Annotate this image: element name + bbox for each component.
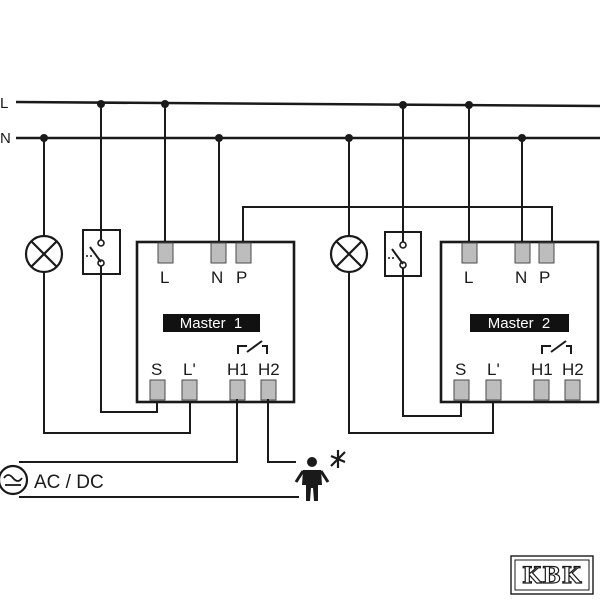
bus-label-n: N	[0, 130, 11, 147]
wire-h2-sensor	[267, 399, 296, 463]
m1-label-l: L	[160, 268, 169, 287]
lamp-icon	[329, 234, 369, 274]
pushbutton-icon	[384, 231, 422, 277]
wire-push2-s	[402, 275, 462, 417]
wire-lamp1-lprime	[43, 271, 191, 434]
m2-title: Master 2	[488, 315, 551, 332]
m2-title-bar	[470, 314, 569, 332]
m2-terminal-s[interactable]	[453, 379, 470, 401]
m1-terminal-s[interactable]	[149, 379, 166, 401]
m2-label-l: L	[464, 268, 473, 287]
m2-label-h1: H1	[531, 360, 553, 379]
m1-terminal-p[interactable]	[235, 242, 252, 264]
m2-label-n: N	[515, 268, 527, 287]
master-2-module: L N P Master 2 S L' H1 H2	[439, 240, 600, 404]
m1-title: Master 1	[180, 315, 243, 332]
m2-label-s: S	[455, 360, 466, 379]
m1-terminal-lprime[interactable]	[181, 379, 198, 401]
m1-terminal-h1[interactable]	[229, 379, 246, 401]
m1-label-s: S	[151, 360, 162, 379]
m1-label-h2: H2	[258, 360, 280, 379]
supply-label: AC / DC	[34, 472, 104, 493]
m2-terminal-l[interactable]	[461, 242, 478, 264]
wire-h1-supply	[19, 399, 238, 463]
pushbutton-icon	[82, 229, 121, 275]
relay-contact-icon	[237, 340, 268, 354]
wire-p-link	[242, 206, 553, 244]
master-1-module: L N P Master 1 S L' H1 H2	[135, 240, 296, 404]
m1-terminal-l[interactable]	[157, 242, 174, 264]
m2-label-lprime: L'	[487, 360, 500, 379]
m1-label-n: N	[211, 268, 223, 287]
m1-terminal-n[interactable]	[210, 242, 227, 264]
m2-terminal-n[interactable]	[514, 242, 531, 264]
bus-line-l	[15, 100, 600, 108]
logo-text: KBK	[522, 563, 582, 589]
motion-sensor-icon	[294, 450, 346, 501]
m2-terminal-lprime[interactable]	[485, 379, 502, 401]
m2-label-h2: H2	[562, 360, 584, 379]
lamp-icon	[24, 234, 64, 274]
wire-lamp2-lprime	[348, 271, 494, 434]
m1-label-p: P	[236, 268, 247, 287]
m1-label-h1: H1	[227, 360, 249, 379]
m2-terminal-h2[interactable]	[564, 379, 581, 401]
ac-source-icon	[0, 464, 29, 496]
m1-terminal-h2[interactable]	[260, 379, 277, 401]
m2-terminal-p[interactable]	[538, 242, 555, 264]
bus-label-l: L	[0, 95, 8, 112]
m2-label-p: P	[539, 268, 550, 287]
m2-terminal-h1[interactable]	[533, 379, 550, 401]
m1-label-lprime: L'	[183, 360, 196, 379]
m1-title-bar	[163, 314, 260, 332]
relay-contact-icon	[541, 340, 572, 354]
wire-push1-s	[100, 273, 158, 413]
kbk-logo: KBK	[510, 555, 594, 595]
